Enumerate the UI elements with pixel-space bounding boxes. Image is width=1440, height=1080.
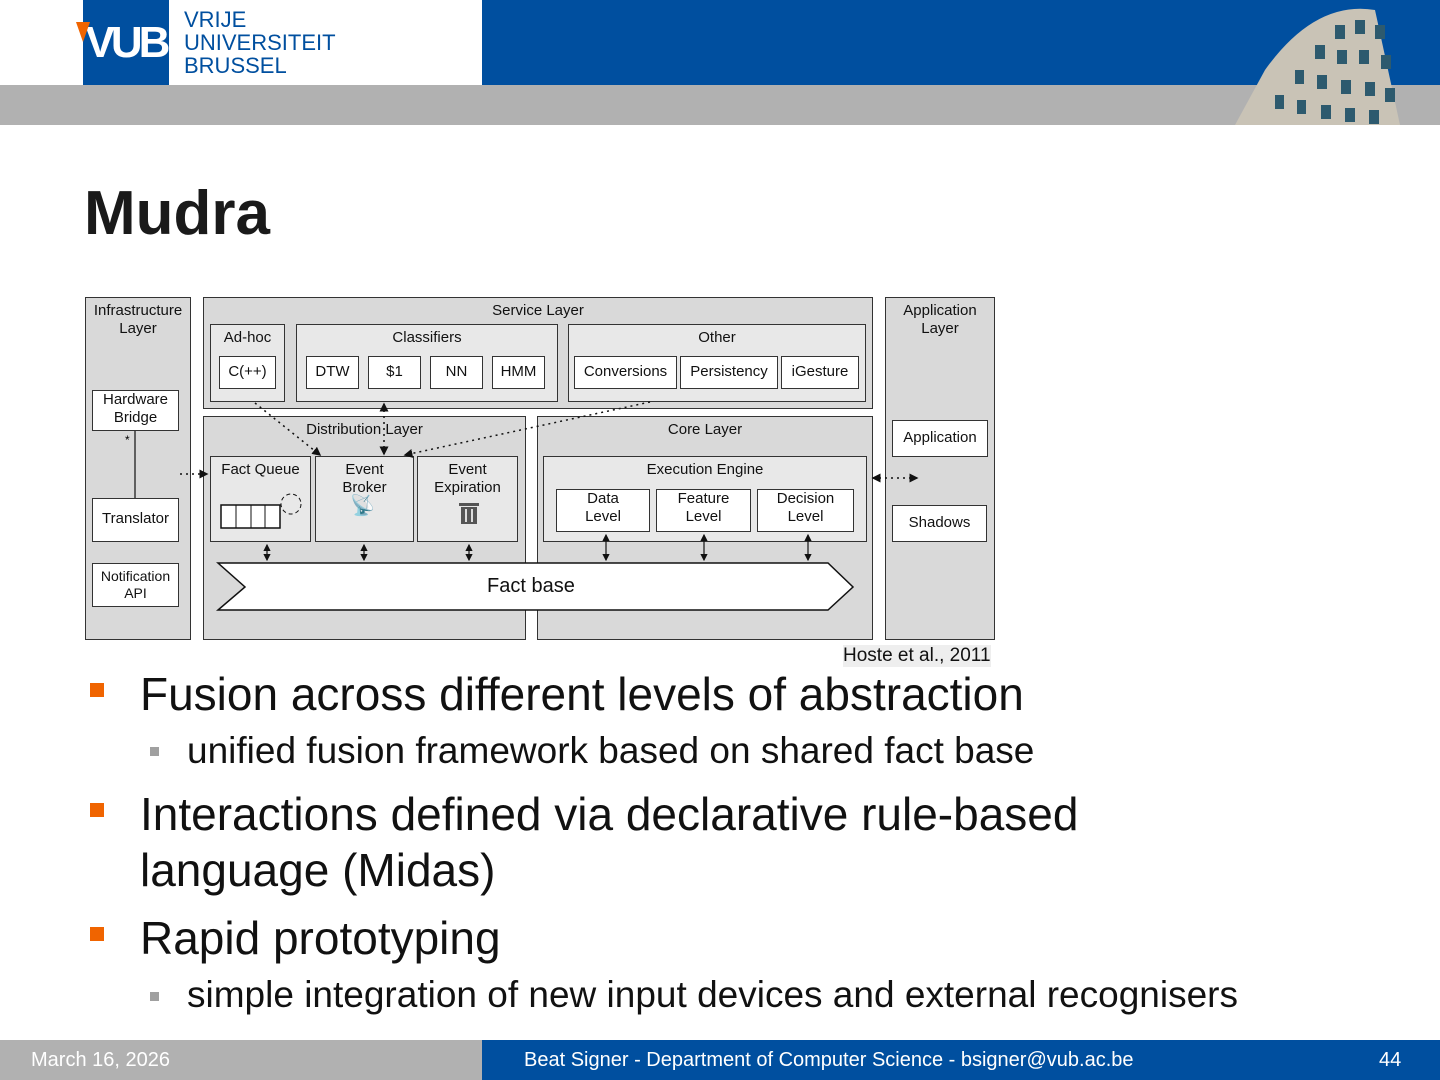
cpp-box: C(++) <box>219 356 276 389</box>
label: Execution Engine <box>646 461 764 478</box>
fact-base-label: Fact base <box>487 575 575 597</box>
shadows-box: Shadows <box>892 505 987 542</box>
dollar1-box: $1 <box>368 356 421 389</box>
label: Level <box>685 508 722 525</box>
bullet-2-line2: language (Midas) <box>140 844 496 896</box>
trash-icon <box>459 503 479 524</box>
building-image <box>1235 8 1400 125</box>
label: Data <box>587 490 619 507</box>
application-layer: Application Layer <box>885 297 995 640</box>
label: Layer <box>119 320 157 337</box>
label: Expiration <box>434 479 501 496</box>
bullet-marker <box>90 927 104 941</box>
page-number: 44 <box>1379 1049 1402 1071</box>
label: Ad-hoc <box>223 329 272 346</box>
igesture-box: iGesture <box>781 356 859 389</box>
label: Notification <box>100 568 171 584</box>
label: Level <box>585 508 621 525</box>
antenna-icon: 📡 <box>350 495 375 517</box>
slide-title: Mudra <box>84 179 270 248</box>
label: Event <box>345 461 384 478</box>
label: Core Layer <box>667 421 743 438</box>
fact-queue-box: Fact Queue <box>210 456 311 542</box>
label: Distribution Layer <box>306 421 423 438</box>
bullet-3: Rapid prototyping <box>140 912 501 964</box>
label: Broker <box>342 479 387 496</box>
logo-line: UNIVERSITEIT <box>184 30 336 55</box>
header-gray-band <box>0 85 1440 125</box>
logo-line: VRIJE <box>184 7 247 32</box>
application-box: Application <box>892 420 988 457</box>
label: Application <box>903 302 977 319</box>
citation: Hoste et al., 2011 <box>843 645 991 667</box>
label: Service Layer <box>492 302 584 319</box>
label: Hardware <box>102 391 169 408</box>
bullet-2-line1: Interactions defined via declarative rul… <box>140 788 1079 840</box>
label: Level <box>787 508 824 525</box>
translator-box: Translator <box>92 498 179 542</box>
persistency-box: Persistency <box>680 356 778 389</box>
event-expiration-box: Event Expiration <box>417 456 518 542</box>
label: Event <box>448 461 487 478</box>
hmm-box: HMM <box>492 356 545 389</box>
logo-text: VRIJE UNIVERSITEIT BRUSSEL <box>184 8 336 77</box>
bullet-marker <box>90 803 104 817</box>
label: API <box>124 585 147 601</box>
label: Fact Queue <box>221 461 300 478</box>
label: Feature <box>677 490 730 507</box>
event-broker-box: Event Broker 📡 <box>315 456 414 542</box>
nn-box: NN <box>430 356 483 389</box>
logo-line: BRUSSEL <box>184 53 287 78</box>
queue-icon <box>220 493 302 529</box>
sub-bullet-1: unified fusion framework based on shared… <box>187 730 1035 771</box>
label: Layer <box>921 320 959 337</box>
logo-accent <box>76 22 90 42</box>
sub-bullet-marker <box>150 992 159 1001</box>
label: Infrastructure <box>93 302 183 319</box>
multiplicity-label: * <box>125 433 130 447</box>
footer-author: Beat Signer - Department of Computer Sci… <box>524 1049 1134 1071</box>
logo-mark: VUB <box>83 0 170 85</box>
conversions-box: Conversions <box>574 356 677 389</box>
bullet-marker <box>90 683 104 697</box>
dtw-box: DTW <box>306 356 359 389</box>
bullet-1: Fusion across different levels of abstra… <box>140 668 1024 720</box>
label: Classifiers <box>392 329 462 346</box>
label: Decision <box>776 490 835 507</box>
label: Bridge <box>113 409 158 426</box>
footer-bar: Beat Signer - Department of Computer Sci… <box>482 1040 1440 1080</box>
label: Other <box>698 329 736 346</box>
footer-date: March 16, 2026 <box>0 1040 482 1080</box>
sub-bullet-marker <box>150 747 159 756</box>
sub-bullet-3: simple integration of new input devices … <box>187 974 1238 1015</box>
